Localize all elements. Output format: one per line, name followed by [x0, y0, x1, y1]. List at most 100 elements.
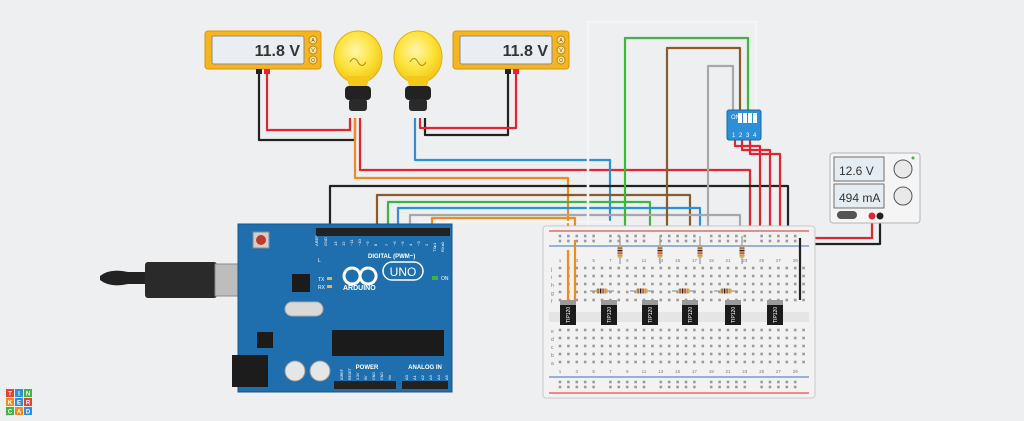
breadboard-rail-hole[interactable]	[743, 385, 747, 389]
multimeter-left[interactable]: 11.8 V A V Ω	[204, 30, 322, 74]
breadboard-rail-hole[interactable]	[768, 385, 772, 389]
breadboard-hole[interactable]	[659, 352, 663, 356]
breadboard-rail-hole[interactable]	[567, 239, 570, 243]
breadboard-hole[interactable]	[592, 352, 595, 356]
breadboard-hole[interactable]	[667, 360, 671, 364]
breadboard-hole[interactable]	[793, 336, 797, 340]
light-bulb-2[interactable]	[393, 30, 443, 111]
breadboard-rail-hole[interactable]	[735, 385, 738, 389]
breadboard-hole[interactable]	[701, 328, 705, 332]
dc-barrel-jack[interactable]	[232, 355, 268, 387]
breadboard-hole[interactable]	[726, 328, 730, 332]
breadboard-hole[interactable]	[575, 282, 579, 286]
meter-right-mode-buttons[interactable]: A V Ω	[556, 35, 566, 65]
breadboard-hole[interactable]	[785, 266, 789, 270]
breadboard-hole[interactable]	[760, 298, 763, 302]
breadboard-hole[interactable]	[642, 344, 646, 348]
breadboard-hole[interactable]	[642, 360, 646, 364]
breadboard-rail-hole[interactable]	[760, 234, 763, 238]
breadboard-hole[interactable]	[718, 282, 721, 286]
breadboard-hole[interactable]	[726, 336, 730, 340]
breadboard-hole[interactable]	[768, 336, 772, 340]
breadboard-hole[interactable]	[684, 344, 688, 348]
breadboard-hole[interactable]	[718, 274, 721, 278]
breadboard-hole[interactable]	[684, 266, 688, 270]
breadboard-hole[interactable]	[768, 266, 772, 270]
breadboard-rail-hole[interactable]	[684, 385, 688, 389]
breadboard-hole[interactable]	[684, 328, 688, 332]
breadboard-hole[interactable]	[583, 352, 587, 356]
breadboard-hole[interactable]	[709, 290, 713, 294]
breadboard-hole[interactable]	[558, 266, 562, 270]
breadboard-hole[interactable]	[667, 336, 671, 340]
breadboard-hole[interactable]	[659, 360, 663, 364]
breadboard-hole[interactable]	[768, 290, 772, 294]
breadboard-hole[interactable]	[659, 266, 663, 270]
breadboard-rail-hole[interactable]	[625, 239, 629, 243]
breadboard-hole[interactable]	[651, 336, 654, 340]
breadboard-rail-hole[interactable]	[676, 239, 679, 243]
breadboard-rail-hole[interactable]	[768, 239, 772, 243]
breadboard-hole[interactable]	[609, 344, 612, 348]
breadboard-hole[interactable]	[802, 274, 805, 278]
breadboard-hole[interactable]	[558, 344, 562, 348]
breadboard-hole[interactable]	[575, 336, 579, 340]
breadboard-hole[interactable]	[676, 360, 679, 364]
breadboard-hole[interactable]	[575, 290, 579, 294]
breadboard-rail-hole[interactable]	[718, 234, 721, 238]
breadboard-rail-hole[interactable]	[634, 385, 637, 389]
breadboard-hole[interactable]	[726, 352, 730, 356]
breadboard-hole[interactable]	[793, 290, 797, 294]
breadboard-hole[interactable]	[575, 274, 579, 278]
breadboard-hole[interactable]	[667, 344, 671, 348]
breadboard-hole[interactable]	[625, 290, 629, 294]
breadboard-hole[interactable]	[583, 282, 587, 286]
breadboard-rail-hole[interactable]	[793, 234, 797, 238]
breadboard-rail-hole[interactable]	[609, 380, 612, 384]
breadboard-hole[interactable]	[684, 336, 688, 340]
breadboard-hole[interactable]	[592, 328, 595, 332]
breadboard-hole[interactable]	[743, 352, 747, 356]
breadboard-hole[interactable]	[567, 336, 570, 340]
breadboard-hole[interactable]	[634, 282, 637, 286]
breadboard-hole[interactable]	[743, 290, 747, 294]
breadboard-hole[interactable]	[642, 336, 646, 340]
breadboard-hole[interactable]	[718, 344, 721, 348]
breadboard-hole[interactable]	[701, 352, 705, 356]
breadboard-rail-hole[interactable]	[609, 234, 612, 238]
breadboard-hole[interactable]	[735, 336, 738, 340]
breadboard-rail-hole[interactable]	[777, 385, 780, 389]
breadboard-hole[interactable]	[634, 266, 637, 270]
breadboard-hole[interactable]	[785, 336, 789, 340]
breadboard-rail-hole[interactable]	[583, 234, 587, 238]
breadboard-hole[interactable]	[575, 344, 579, 348]
breadboard-hole[interactable]	[751, 336, 755, 340]
breadboard-rail-hole[interactable]	[609, 239, 612, 243]
breadboard-rail-hole[interactable]	[684, 380, 688, 384]
breadboard-hole[interactable]	[659, 336, 663, 340]
breadboard-hole[interactable]	[785, 352, 789, 356]
breadboard-hole[interactable]	[785, 344, 789, 348]
breadboard-hole[interactable]	[609, 328, 612, 332]
breadboard-hole[interactable]	[676, 266, 679, 270]
breadboard-hole[interactable]	[592, 344, 595, 348]
breadboard-rail-hole[interactable]	[709, 234, 713, 238]
breadboard-rail-hole[interactable]	[575, 380, 579, 384]
breadboard-hole[interactable]	[726, 282, 730, 286]
breadboard-hole[interactable]	[651, 328, 654, 332]
breadboard-hole[interactable]	[575, 360, 579, 364]
breadboard-hole[interactable]	[625, 344, 629, 348]
breadboard-hole[interactable]	[743, 282, 747, 286]
breadboard-rail-hole[interactable]	[777, 380, 780, 384]
breadboard-hole[interactable]	[583, 328, 587, 332]
breadboard-hole[interactable]	[659, 282, 663, 286]
breadboard-hole[interactable]	[701, 290, 705, 294]
breadboard-hole[interactable]	[785, 282, 789, 286]
breadboard-hole[interactable]	[617, 298, 621, 302]
digital-header[interactable]	[316, 228, 450, 236]
breadboard-hole[interactable]	[609, 266, 612, 270]
usb-plug[interactable]	[145, 262, 217, 298]
breadboard-hole[interactable]	[592, 290, 595, 294]
breadboard-hole[interactable]	[583, 274, 587, 278]
